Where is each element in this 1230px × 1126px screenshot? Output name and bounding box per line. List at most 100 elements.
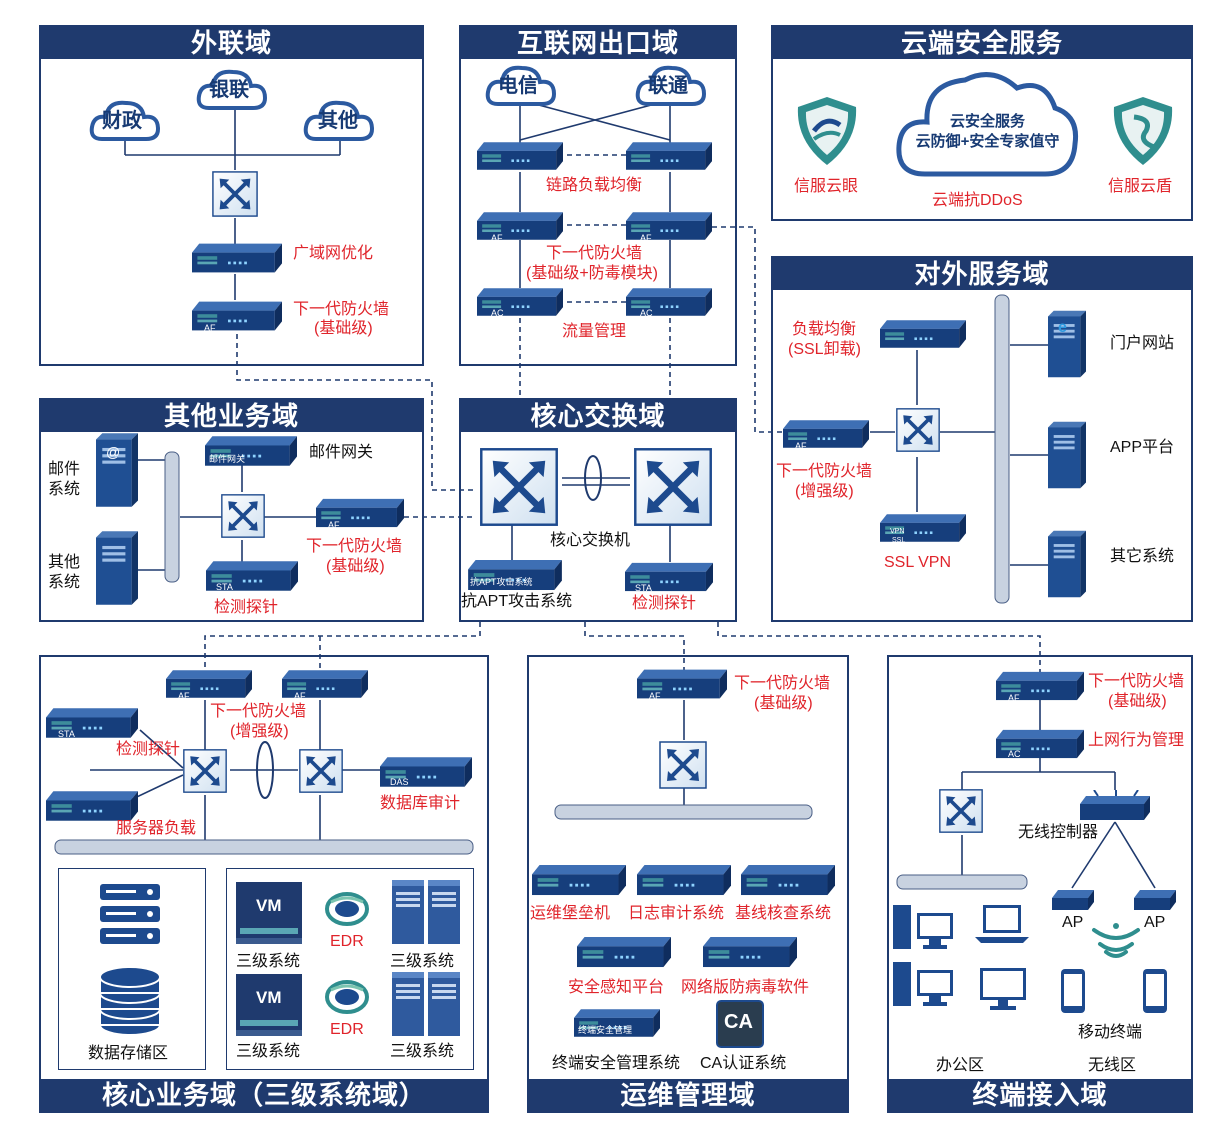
baseline-label: 基线核查系统 [735,905,832,922]
endpoint-tag: 终端安全管理 [578,1025,633,1035]
net-av-label: 网络版防病毒软件 [681,979,810,996]
server-icon [1048,418,1086,492]
laptop-1 [975,905,1029,945]
terminal-firewall: AF [996,670,1084,703]
server-rack-icon [392,880,460,944]
zone-core-switch-title: 核心交换域 [461,400,735,432]
database [98,965,162,1037]
vm-icon [236,974,302,1036]
cloud-service-line2: 云防御+安全专家值守 [915,133,1060,150]
vm-box-bottom: VM [236,974,302,1036]
ac-tag: AC [1008,749,1021,759]
shield-icon [1113,97,1173,165]
cloud-icon [485,65,557,106]
sec-aware-label: 安全感知平台 [568,979,665,996]
cb-probe-device: STA [46,706,138,740]
net-av-device [703,936,797,968]
bastion-label: 运维堡垒机 [530,905,611,922]
cloud-other: 其他 [302,95,376,147]
server-lb-label: 服务器负载 [116,820,197,837]
public-firewall: AF [783,418,869,451]
vm-label: VM [256,988,282,1007]
inet-ac-left: AC [477,286,563,318]
ext-fw-label-1: 下一代防火墙 [293,301,390,318]
mobile-label: 移动终端 [1078,1024,1143,1041]
data-storage-label: 数据存储区 [88,1045,169,1062]
appliance-icon [477,286,563,318]
public-switch [895,407,941,453]
zone-internet-title: 互联网出口域 [461,27,735,59]
appliance-icon [741,864,835,896]
external-switch [211,170,259,218]
wifi-signal [1086,914,1146,964]
ap-left [1050,886,1096,912]
sta-tag: STA [58,729,75,739]
cb-firewall-left: AF [166,668,252,701]
cloud-icon [303,100,375,141]
af-tag: AF [491,233,503,243]
other-business-switch [220,493,266,539]
ca-label: CA认证系统 [700,1055,787,1072]
inet-ac-right: AC [626,286,712,318]
cloud-icon [89,100,161,141]
ca-icon [716,1000,764,1048]
appliance-icon [637,864,731,896]
ssl-tag: SSL [892,537,906,544]
traffic-mgmt-label: 流量管理 [562,323,627,340]
other-business-server [96,530,138,606]
bastion-device [532,864,626,896]
cloud-shield-icon-wrap [1112,95,1174,167]
edr-icon [325,892,369,926]
wan-optimizer [192,242,282,274]
switch-icon [476,446,562,528]
cloud-ddos-label: 云端抗DDoS [932,192,1023,209]
cloud-telecom-label: 电信 [498,75,538,97]
switch-icon [895,407,941,453]
cloud-finance-label: 财政 [102,110,142,132]
af-tag: AF [649,691,661,701]
cloud-icon [896,72,1079,177]
phone-2 [1142,968,1168,1014]
endpoint-label: 终端安全管理系统 [552,1055,681,1072]
vm-icon [236,882,302,944]
cb-probe-label: 检测探针 [116,741,181,758]
log-audit-device [637,864,731,896]
core-switch-label: 核心交换机 [550,532,631,549]
behavior-mgmt-device: AC [996,728,1084,760]
edr-label: EDR [330,1021,364,1038]
desktop-icon [893,905,953,949]
other-server [1048,528,1086,600]
wlan-ctrl-label: 无线控制器 [1018,824,1099,841]
core-probe-device: STA [625,562,713,593]
db-audit-label: 数据库审计 [380,795,461,812]
db-audit-device: DAS [380,756,472,788]
external-firewall: AF [192,300,282,333]
switch-icon [211,170,259,218]
cloud-unicom-label: 联通 [648,75,688,97]
cb-fw-label-1: 下一代防火墙 [210,703,307,720]
core-switch-left [476,446,562,528]
sta-tag: STA [216,582,233,592]
sec-aware-device [577,936,671,968]
app-label: APP平台 [1110,439,1175,456]
desktop-icon [893,962,953,1006]
log-audit-label: 日志审计系统 [628,905,725,922]
inet-fw-label-2: (基础级+防毒模块) [526,265,659,282]
cloud-eye-shield [796,95,858,167]
other-systems-label: 其它系统 [1110,548,1175,565]
apt-label: 抗APT攻击系统 [461,593,573,610]
ap-right-label: AP [1144,914,1166,931]
ap-right [1132,886,1178,912]
appliance-icon [880,318,966,350]
inet-fw-label-1: 下一代防火墙 [546,245,643,262]
zone-other-business-title: 其他业务域 [41,400,422,432]
other-business-firewall: AF [316,497,404,530]
behavior-mgmt-label: 上网行为管理 [1088,732,1185,749]
mail-icon: @ [106,444,121,460]
app-server [1048,418,1086,492]
switch-icon [298,748,344,794]
cloud-telecom: 电信 [482,60,560,112]
server-icon [1048,308,1086,380]
af-tag: AF [204,323,216,333]
core-switch-right [630,446,716,528]
